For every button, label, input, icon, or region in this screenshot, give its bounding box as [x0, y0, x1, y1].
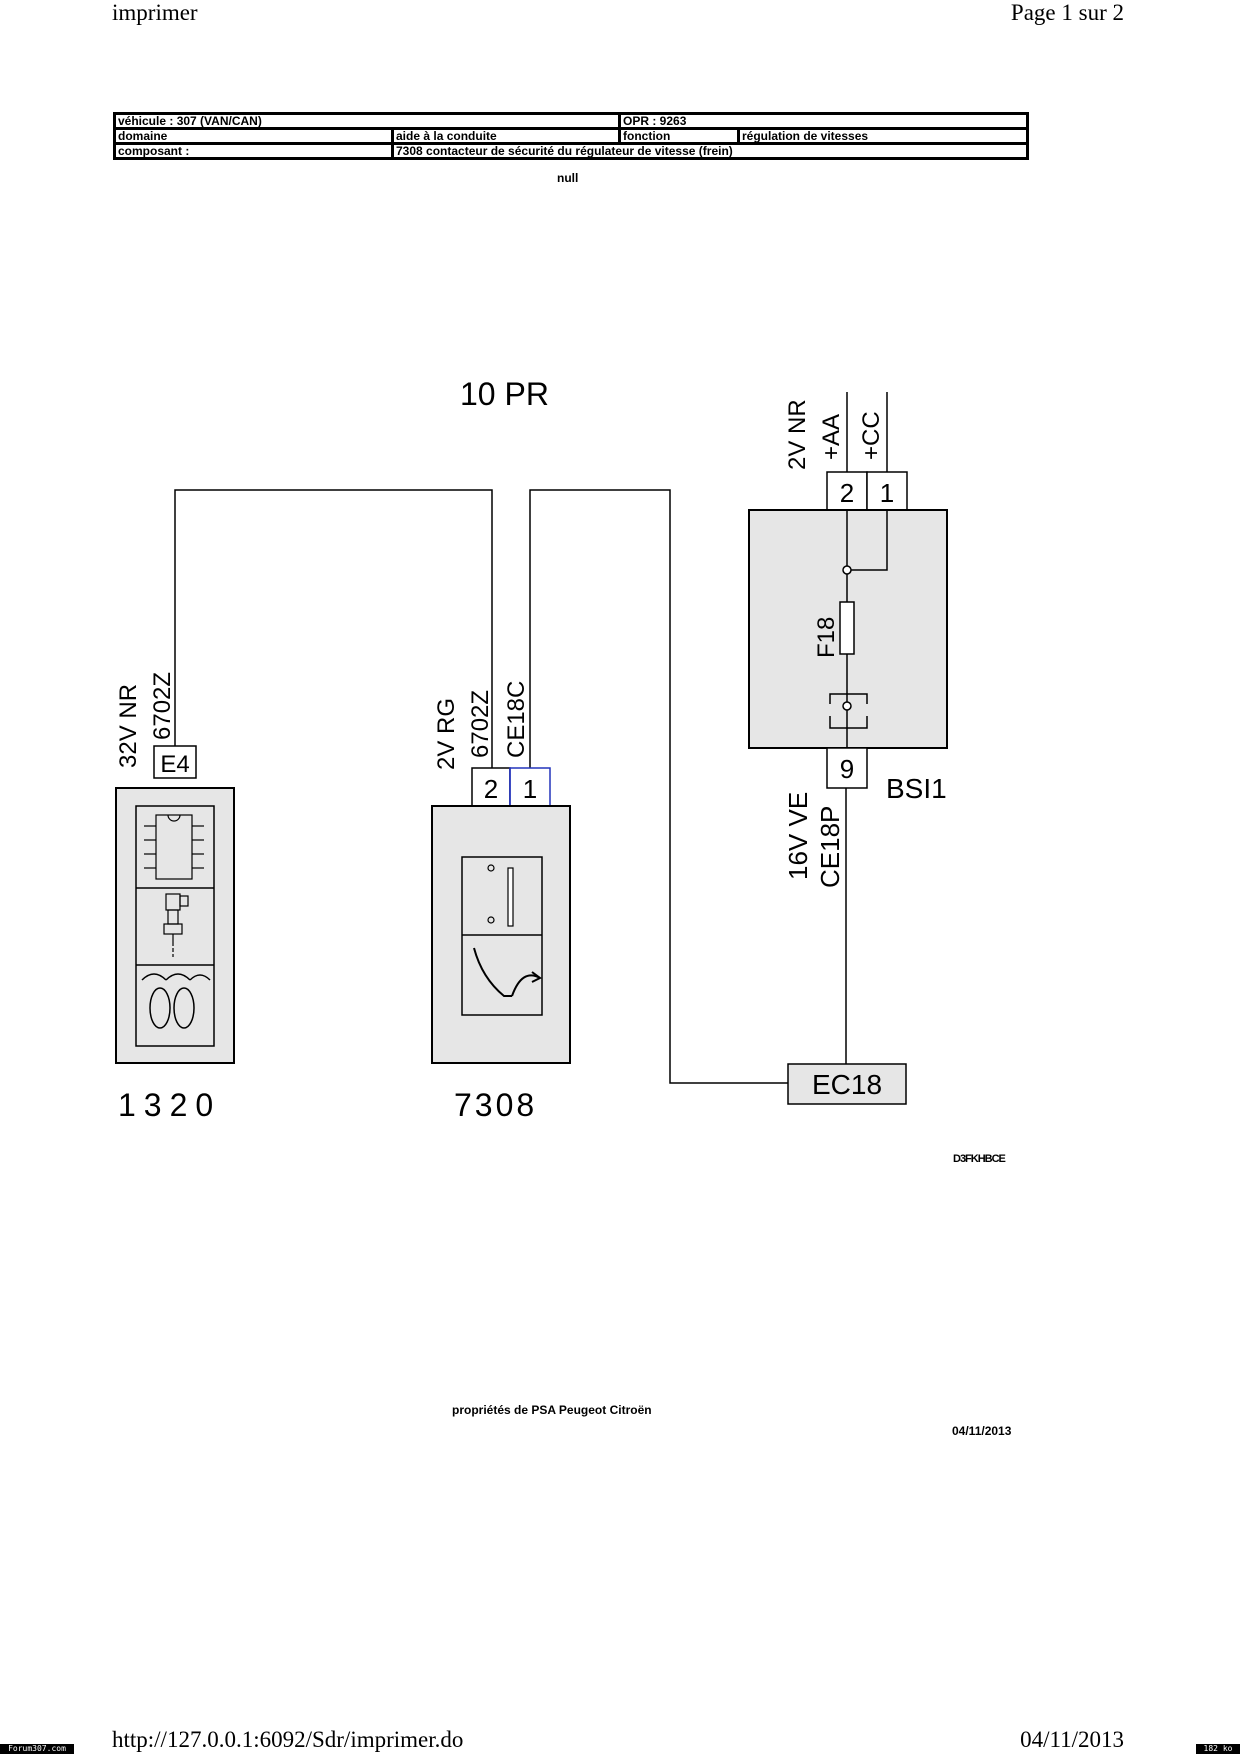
file-size-badge: 182 ko [1196, 1744, 1240, 1754]
info-table: véhicule : 307 (VAN/CAN) OPR : 9263 doma… [113, 112, 1029, 160]
info-row-domaine: domaine aide à la conduite fonction régu… [113, 127, 1029, 145]
switch-panel-7308 [461, 856, 543, 1016]
header-page-number: Page 1 sur 2 [1010, 0, 1124, 25]
composant-value: 7308 contacteur de sécurité du régulateu… [391, 142, 1029, 160]
splice-ec18-box [787, 1063, 907, 1105]
harness-label: 10 PR [460, 376, 549, 412]
component-7308-id: 7308 [454, 1087, 537, 1123]
wire-ce18c [529, 489, 788, 1084]
component-bsi1: 2V NR +AA +CC 2 1 F18 9 BSI1 16V VE [748, 399, 948, 888]
wires [174, 392, 888, 1084]
coil-icon [141, 973, 211, 1029]
fonction-label: fonction [618, 127, 740, 145]
bsi1-label: BSI1 [886, 773, 947, 804]
info-row-vehicule: véhicule : 307 (VAN/CAN) OPR : 9263 [113, 112, 1029, 130]
pin-1-box [509, 767, 551, 807]
wire-7308-pin1-code: CE18C [503, 681, 530, 758]
bsi1-top-pin-1-label: 1 [880, 478, 894, 508]
opr-cell: OPR : 9263 [618, 112, 1029, 130]
forum-watermark-badge: Forum307.com [0, 1744, 74, 1754]
injector-icon [163, 893, 189, 957]
brake-pedal-icon [473, 947, 542, 997]
connector-1320-type: 32V NR [115, 684, 142, 768]
footer-url: http://127.0.0.1:6092/Sdr/imprimer.do [112, 1727, 464, 1752]
switch-icon [487, 864, 514, 927]
null-label: null [557, 171, 579, 185]
bsi1-bottom-wire-code: CE18P [815, 806, 845, 888]
connector-e4 [153, 745, 197, 779]
bsi1-top-connector-type: 2V NR [784, 399, 811, 470]
fonction-value: régulation de vitesses [737, 127, 1029, 145]
chip-icon [144, 814, 204, 880]
header-title: imprimer [112, 0, 198, 25]
fuse-label: F18 [813, 617, 840, 658]
component-7308: 2 1 2V RG 6702Z CE18C 7308 [431, 681, 571, 1123]
component-1320-id: 1320 [118, 1087, 221, 1123]
vehicule-cell: véhicule : 307 (VAN/CAN) [113, 112, 621, 130]
bsi1-supply-plus-cc: +CC [858, 411, 885, 460]
connector-e4-label: E4 [160, 751, 189, 778]
diagram-reference-code: D3FKHBCE [953, 1153, 1006, 1165]
wire-1320-code: 6702Z [149, 672, 176, 740]
wire-6702z [174, 489, 493, 768]
bsi1-bottom-connector-type: 16V VE [783, 792, 813, 880]
wire-7308-pin2-code: 6702Z [467, 690, 494, 758]
splice-ec18: EC18 [787, 1063, 907, 1105]
info-row-composant: composant : 7308 contacteur de sécurité … [113, 142, 1029, 160]
pin-2-label: 2 [484, 774, 498, 804]
domaine-label: domaine [113, 127, 394, 145]
pin-1-label: 1 [523, 774, 537, 804]
splice-ec18-label: EC18 [812, 1069, 882, 1100]
component-1320: E4 32V NR 6702Z [115, 672, 235, 1123]
document-date: 04/11/2013 [952, 1424, 1012, 1438]
composant-label: composant : [113, 142, 394, 160]
bsi1-supply-plus-aa: +AA [818, 414, 845, 460]
property-notice: propriétés de PSA Peugeot Citroën [452, 1403, 652, 1417]
bsi1-bottom-pin-label: 9 [840, 754, 854, 784]
fuse-symbol [839, 601, 855, 655]
connector-7308-type: 2V RG [433, 698, 460, 770]
pin-2-box [471, 767, 511, 807]
footer-print-date: 04/11/2013 [1020, 1727, 1124, 1752]
bsi1-bottom-pin-box [826, 747, 868, 789]
domaine-value: aide à la conduite [391, 127, 621, 145]
bsi1-top-pin-2-label: 2 [840, 478, 854, 508]
